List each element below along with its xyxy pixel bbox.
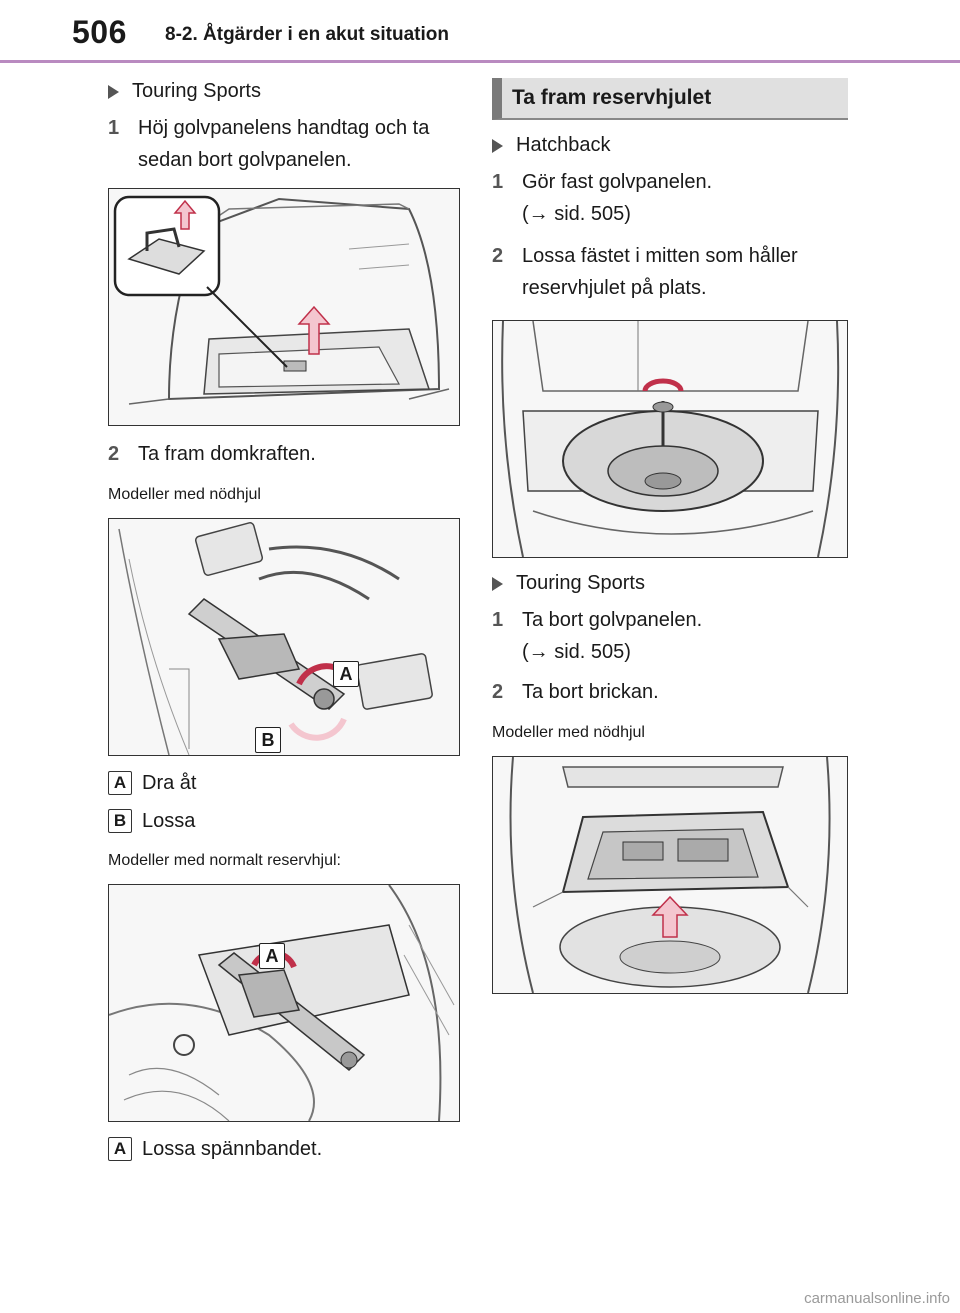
step-number: 1	[492, 171, 504, 193]
page-reference: (→ sid. 505)	[522, 203, 631, 225]
page-number: 506	[72, 14, 127, 50]
step-number: 2	[492, 245, 504, 267]
step-2: 2 Ta fram domkraften.	[108, 438, 460, 470]
step-text: Lossa fästet i mitten som håller reservh…	[522, 245, 798, 299]
triangle-bullet-icon	[108, 85, 119, 99]
step-text: Ta fram domkraften.	[138, 443, 316, 465]
legend-item-a: A Dra åt	[108, 768, 460, 798]
page-reference: (→ sid. 505)	[522, 641, 631, 663]
step-number: 1	[492, 609, 504, 631]
legend-item-b: B Lossa	[108, 806, 460, 836]
figure-floor-panel-removal	[108, 188, 460, 426]
subhead-spare-wheel: Modeller med nödhjul	[492, 724, 645, 741]
figure-jack-spare-wheel: A B	[108, 518, 460, 756]
step-text: Ta bort brickan.	[522, 681, 659, 703]
step-number: 2	[492, 681, 504, 703]
step-number: 2	[108, 443, 120, 465]
step-1: 1 Gör fast golvpanelen. (→ sid. 505)	[492, 166, 848, 230]
figure-label-a: A	[259, 943, 285, 969]
chapter-title: 8-2. Åtgärder i en akut situation	[165, 24, 449, 45]
right-column: Ta fram reservhjulet Hatchback 1 Gör fas…	[492, 78, 848, 994]
step-text: Gör fast golvpanelen.	[522, 171, 713, 193]
figure-hatchback-spare-wheel	[492, 320, 848, 558]
figure-touring-tray-removal	[492, 756, 848, 994]
figure-label-a: A	[333, 661, 359, 687]
step-2: 2 Lossa fästet i mitten som håller reser…	[492, 240, 848, 304]
badge-a: A	[108, 771, 132, 795]
badge-b: B	[108, 809, 132, 833]
step-text: Höj golvpanelens handtag och ta sedan bo…	[138, 117, 430, 171]
page-header: 506 8-2. Åtgärder i en akut situation	[0, 0, 960, 63]
variant-touring-sports: Touring Sports	[492, 568, 848, 598]
watermark: carmanualsonline.info	[804, 1290, 950, 1307]
step-1-touring: 1 Ta bort golvpanelen. (→ sid. 505)	[492, 604, 848, 668]
step-1: 1 Höj golvpanelens handtag och ta sedan …	[108, 112, 460, 176]
subhead-spare-wheel: Modeller med nödhjul	[108, 486, 261, 503]
variant-hatchback: Hatchback	[492, 130, 848, 160]
header-rule	[0, 60, 960, 63]
figure-label-b: B	[255, 727, 281, 753]
legend-item-a-strap: A Lossa spännbandet.	[108, 1134, 460, 1164]
subhead-normal-spare-wheel: Modeller med normalt reservhjul:	[108, 852, 341, 869]
step-number: 1	[108, 117, 120, 139]
triangle-bullet-icon	[492, 139, 503, 153]
left-column: Touring Sports 1 Höj golvpanelens handta…	[108, 72, 460, 1164]
section-title: Ta fram reservhjulet	[492, 78, 848, 120]
figure-jack-normal-spare: A	[108, 884, 460, 1122]
triangle-bullet-icon	[492, 577, 503, 591]
variant-touring-sports: Touring Sports	[108, 76, 460, 106]
badge-a: A	[108, 1137, 132, 1161]
step-2-touring: 2 Ta bort brickan.	[492, 676, 848, 708]
step-text: Ta bort golvpanelen.	[522, 609, 703, 631]
